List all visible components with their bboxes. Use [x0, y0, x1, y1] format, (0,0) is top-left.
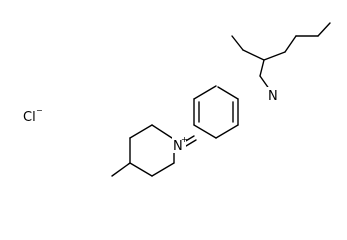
atom-label-piperidine-n: N + [172, 135, 188, 154]
bond-pip-methyl [111, 162, 131, 177]
bond-ring-c3-n4 [215, 124, 239, 139]
counterion-chloride: Cl − [23, 106, 43, 125]
bond-chain-ch-c3 [263, 51, 286, 61]
bond-chain-c5-c6 [317, 22, 331, 37]
bond-chain-c3-c4 [284, 35, 297, 53]
bond-pip-c1-c2 [129, 124, 153, 139]
bond-ring-c6-n1 [193, 85, 217, 100]
ethylhexyl-chain [231, 22, 331, 94]
piperidine-ring [111, 124, 175, 177]
bond-chain-ethyl1-ethyl2 [231, 35, 244, 51]
chloride-symbol: Cl [23, 110, 36, 125]
bond-pip-c3-c4 [129, 162, 153, 177]
bond-ring-n4-c5 [193, 124, 217, 139]
bond-linker-double [185, 139, 197, 147]
bond-pip-c4-c5 [151, 162, 175, 177]
chemical-structure-diagram: N N + Cl − [23, 22, 331, 177]
piperidine-n-charge: + [181, 135, 188, 144]
pyridinium-ring [193, 85, 239, 139]
bond-chain-ch2-ch [259, 59, 265, 77]
bond-pip-n-c1 [151, 124, 173, 139]
bond-chain-ch-ethyl1 [242, 49, 265, 61]
pyridinium-n-symbol: N [268, 89, 278, 104]
atom-label-pyridinium-n: N [267, 87, 279, 104]
chloride-charge: − [36, 106, 43, 115]
piperidine-n-symbol: N [173, 139, 183, 154]
bond-ring-n1-c2 [217, 86, 239, 100]
